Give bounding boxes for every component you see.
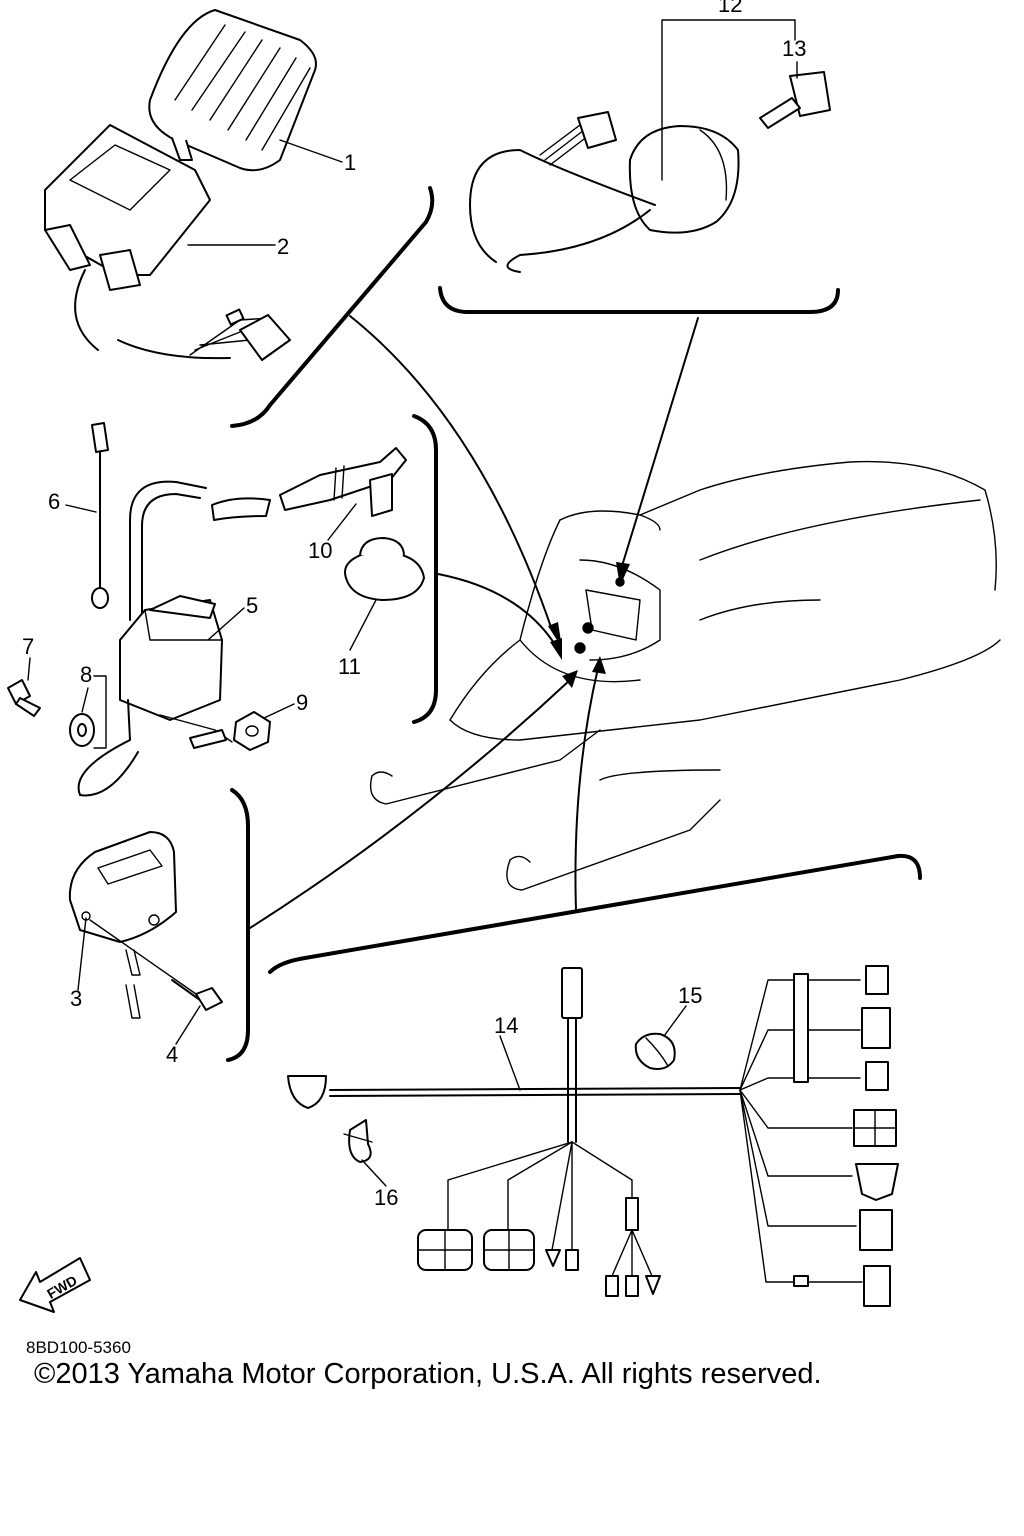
- part-label-15: 15: [678, 983, 702, 1008]
- ignition-coil: [77, 480, 271, 797]
- leader-16: [361, 1159, 387, 1187]
- part-label-5: 5: [246, 593, 258, 618]
- leader-14: [499, 1035, 521, 1091]
- leader-6: [65, 504, 97, 513]
- key: [759, 71, 831, 129]
- leader-8-bracket: [93, 675, 107, 749]
- part-label-6: 6: [48, 489, 60, 514]
- part-label-4: 4: [166, 1042, 178, 1067]
- leader-3-4-link: [89, 919, 197, 995]
- group-bracket-cdi-unit: [226, 788, 250, 1062]
- leader-7: [27, 657, 31, 681]
- part-label-16: 16: [374, 1185, 398, 1210]
- main-switch: [469, 111, 740, 273]
- copyright-notice: ©2013 Yamaha Motor Corporation, U.S.A. A…: [34, 1358, 822, 1390]
- part-labels: 1 2 3 4 5 6 7 8 9 10 11 12 13 14 15 16: [22, 0, 806, 1210]
- part-label-11: 11: [338, 654, 361, 679]
- nut-9: [233, 711, 271, 751]
- group-bracket-wire-harness: [268, 853, 922, 974]
- part-label-10: 10: [308, 538, 332, 563]
- grommet-15: [634, 1032, 676, 1070]
- leader-3: [77, 917, 87, 991]
- leader-1: [279, 139, 343, 163]
- grommet-coil: [344, 537, 425, 601]
- washer-8: [69, 713, 95, 747]
- leader-9: [263, 703, 295, 719]
- part-label-9: 9: [296, 690, 308, 715]
- part-label-13: 13: [782, 36, 806, 61]
- grip: [148, 9, 317, 172]
- location-arrows: [249, 315, 699, 929]
- wire-harness: [287, 965, 899, 1307]
- leader-11: [349, 599, 377, 651]
- clamp-16: [343, 1119, 373, 1163]
- part-label-3: 3: [70, 986, 82, 1011]
- leader-12: [661, 19, 796, 181]
- part-code: 8BD100-5360: [26, 1338, 131, 1357]
- group-bracket-ignition-coil: [412, 414, 438, 724]
- group-bracket-handlebar-switch: [230, 186, 435, 428]
- part-label-2: 2: [277, 234, 289, 259]
- part-label-14: 14: [494, 1013, 518, 1038]
- part-label-7: 7: [22, 634, 34, 659]
- leader-4: [175, 1005, 201, 1045]
- ground-lead: [91, 422, 109, 609]
- snowmobile-outline: [369, 460, 1001, 891]
- bolt-4: [171, 979, 223, 1011]
- handlebar-switch: [44, 124, 291, 361]
- part-label-12: 12: [718, 0, 742, 17]
- part-label-1: 1: [344, 150, 356, 175]
- bolt-7: [7, 679, 41, 717]
- leader-8: [81, 687, 89, 713]
- leader-10: [327, 503, 357, 541]
- cdi-unit: [68, 831, 177, 1019]
- part-label-8: 8: [80, 662, 92, 687]
- leader-15: [663, 1005, 687, 1037]
- plug-cap: [279, 447, 407, 517]
- leader-5: [207, 607, 245, 641]
- forward-direction-arrow: FWD: [19, 1257, 91, 1313]
- group-bracket-main-switch: [438, 286, 840, 314]
